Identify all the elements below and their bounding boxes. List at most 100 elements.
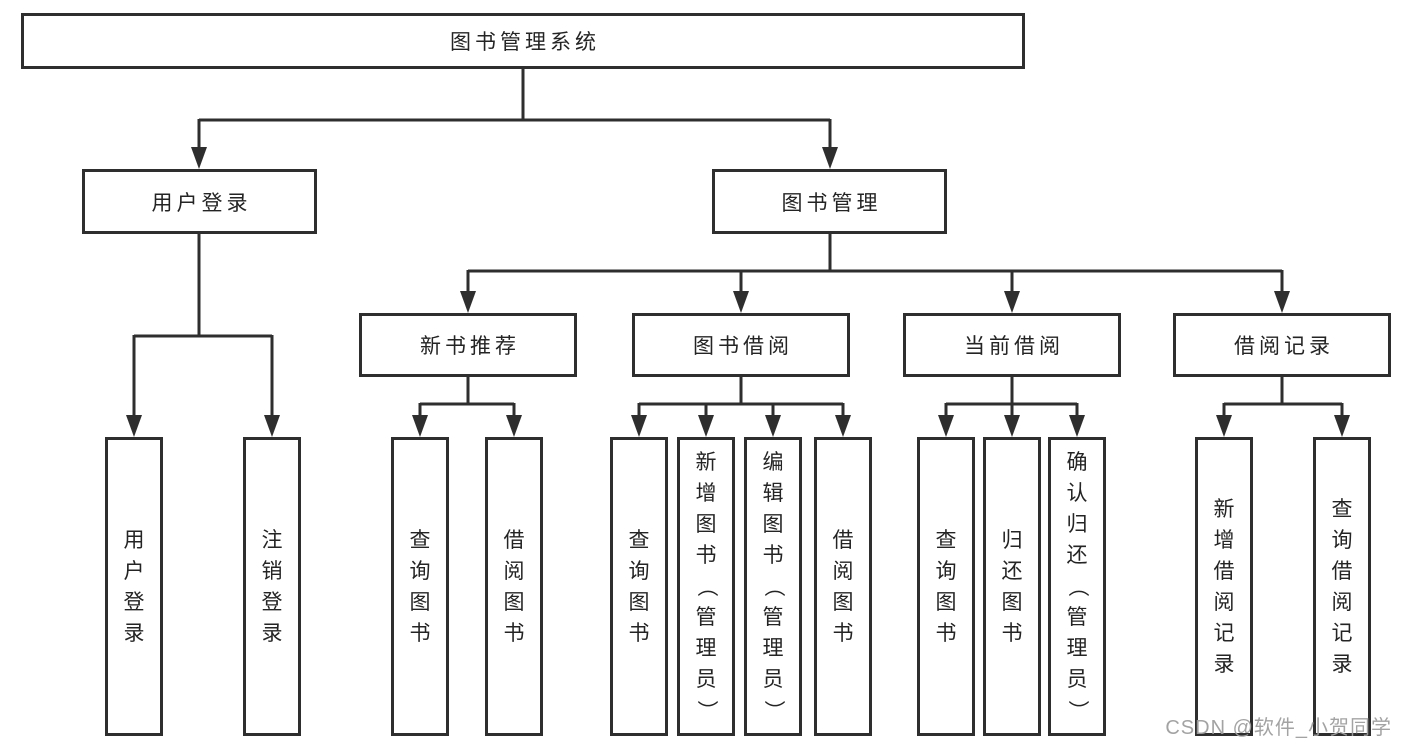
vertical-label-char: 管 [1066, 606, 1088, 629]
node-label: 新书推荐 [420, 335, 520, 358]
vertical-label: 用户登录 [119, 525, 150, 649]
vertical-label-char: 登 [261, 590, 283, 614]
vertical-label: 注销登录 [257, 525, 288, 649]
arrowhead-icon [1274, 291, 1290, 313]
vertical-label-char: 阅 [503, 559, 525, 583]
node-return-books: 归还图书 [983, 437, 1041, 736]
node-label: 图书管理 [781, 191, 882, 215]
vertical-label: 借阅图书 [828, 525, 859, 649]
node-search-books-3: 查询图书 [917, 437, 975, 736]
vertical-label-char: 辑 [762, 482, 784, 505]
vertical-label-char: 图 [503, 590, 525, 614]
node-add-books-admin: 新增图书（管理员） [677, 437, 735, 736]
arrowhead-icon [191, 147, 207, 169]
arrowhead-icon [835, 415, 851, 437]
vertical-label: 查询借阅记录 [1327, 494, 1358, 680]
node-user-login: 用户登录 [82, 169, 317, 234]
vertical-label-char: 借 [1213, 559, 1235, 583]
arrowhead-icon [506, 415, 522, 437]
vertical-label-char: （ [694, 576, 718, 597]
node-label: 当前借阅 [964, 335, 1064, 358]
node-search-books-2: 查询图书 [610, 437, 668, 736]
vertical-label-char: 员 [762, 668, 784, 691]
vertical-label-char: 图 [409, 590, 431, 614]
arrowhead-icon [765, 415, 781, 437]
node-user-login-leaf: 用户登录 [105, 437, 163, 736]
node-current-borrowing: 当前借阅 [903, 313, 1121, 377]
vertical-label-char: 新 [695, 451, 717, 474]
node-borrow-books-2: 借阅图书 [814, 437, 872, 736]
vertical-label-char: 书 [935, 621, 957, 645]
vertical-label: 新增图书（管理员） [691, 447, 722, 726]
vertical-label-char: 书 [628, 621, 650, 645]
vertical-label-char: （ [761, 576, 785, 597]
vertical-label-char: 注 [261, 528, 283, 552]
vertical-label-char: 图 [1001, 590, 1023, 614]
node-book-management: 图书管理 [712, 169, 947, 234]
vertical-label-char: ） [761, 700, 785, 721]
vertical-label-char: 书 [409, 621, 431, 645]
vertical-label-char: 员 [1066, 668, 1088, 691]
vertical-label-char: 书 [762, 544, 784, 567]
arrowhead-icon [822, 147, 838, 169]
vertical-label-char: （ [1065, 576, 1089, 597]
vertical-label: 查询图书 [405, 525, 436, 649]
vertical-label-char: 阅 [1213, 590, 1235, 614]
vertical-label-char: 增 [1213, 528, 1235, 552]
vertical-label-char: 销 [261, 559, 283, 583]
vertical-label-char: 用 [123, 528, 145, 552]
vertical-label-char: 录 [1331, 652, 1353, 676]
vertical-label-char: 借 [503, 528, 525, 552]
vertical-label-char: 管 [695, 606, 717, 629]
vertical-label-char: 询 [1331, 528, 1353, 552]
node-new-book-recommendation: 新书推荐 [359, 313, 577, 377]
vertical-label-char: 阅 [1331, 590, 1353, 614]
arrowhead-icon [733, 291, 749, 313]
vertical-label-char: 员 [695, 668, 717, 691]
vertical-label-char: 图 [935, 590, 957, 614]
node-label: 图书管理系统 [450, 31, 600, 54]
vertical-label-char: 借 [1331, 559, 1353, 583]
node-book-borrowing: 图书借阅 [632, 313, 850, 377]
vertical-label-char: 询 [409, 559, 431, 583]
arrowhead-icon [412, 415, 428, 437]
vertical-label-char: 录 [261, 621, 283, 645]
vertical-label: 查询图书 [931, 525, 962, 649]
arrowhead-icon [126, 415, 142, 437]
vertical-label-char: 书 [503, 621, 525, 645]
vertical-label-char: 登 [123, 590, 145, 614]
vertical-label-char: 新 [1213, 497, 1235, 521]
node-label: 图书借阅 [693, 335, 793, 358]
node-borrowing-records: 借阅记录 [1173, 313, 1391, 377]
vertical-label-char: 还 [1066, 544, 1088, 567]
vertical-label-char: 确 [1066, 451, 1088, 474]
node-search-books-1: 查询图书 [391, 437, 449, 736]
vertical-label: 借阅图书 [499, 525, 530, 649]
arrowhead-icon [1004, 415, 1020, 437]
node-label: 用户登录 [151, 191, 252, 215]
vertical-label-char: 查 [409, 528, 431, 552]
vertical-label-char: 询 [628, 559, 650, 583]
vertical-label-char: 还 [1001, 559, 1023, 583]
node-edit-books-admin: 编辑图书（管理员） [744, 437, 802, 736]
vertical-label-char: 录 [123, 621, 145, 645]
vertical-label-char: 归 [1001, 528, 1023, 552]
vertical-label-char: ） [694, 700, 718, 721]
vertical-label-char: 图 [832, 590, 854, 614]
vertical-label-char: 询 [935, 559, 957, 583]
vertical-label: 确认归还（管理员） [1062, 447, 1093, 726]
vertical-label-char: 增 [695, 482, 717, 505]
vertical-label-char: 书 [695, 544, 717, 567]
node-confirm-return-admin: 确认归还（管理员） [1048, 437, 1106, 736]
arrowhead-icon [1216, 415, 1232, 437]
vertical-label-char: 理 [695, 637, 717, 660]
node-add-borrow-record: 新增借阅记录 [1195, 437, 1253, 736]
node-library-management-system: 图书管理系统 [21, 13, 1025, 69]
vertical-label-char: 书 [832, 621, 854, 645]
vertical-label-char: 查 [935, 528, 957, 552]
arrowhead-icon [264, 415, 280, 437]
vertical-label: 归还图书 [997, 525, 1028, 649]
vertical-label-char: ） [1065, 700, 1089, 721]
